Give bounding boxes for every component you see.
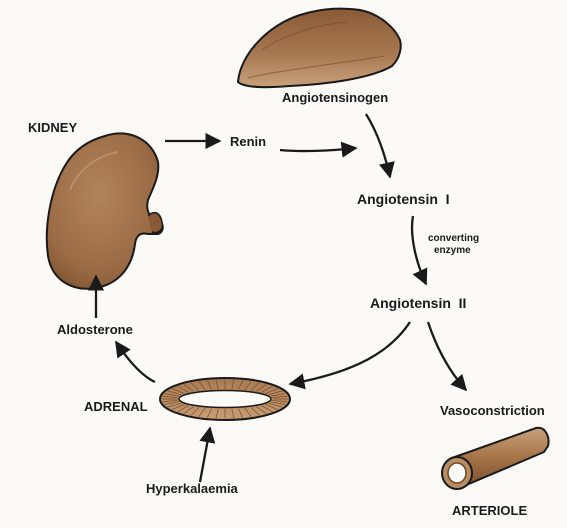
arrow-renin-to-cascade — [279, 141, 358, 158]
vasoconstriction-label: Vasoconstriction — [440, 403, 545, 418]
adrenal-label: ADRENAL — [84, 399, 148, 414]
adrenal-icon — [159, 377, 291, 421]
arrow-angiotensinogen-to-angiotensin1 — [365, 113, 395, 179]
angiotensin-2-label: Angiotensin II — [370, 295, 467, 311]
adrenal-striation — [177, 405, 189, 413]
arteriole-icon — [441, 426, 550, 490]
arrow-hyperkalaemia-to-adrenal — [198, 426, 216, 483]
adrenal-striation — [190, 382, 200, 391]
adrenal-striation — [265, 388, 279, 394]
adrenal-striation — [250, 382, 260, 391]
adrenal-striation — [272, 400, 288, 403]
adrenal-striation — [244, 381, 252, 391]
adrenal-striation — [238, 408, 244, 418]
adrenal-striation — [250, 407, 260, 416]
adrenal-striation — [183, 383, 194, 392]
adrenal-striation — [256, 406, 267, 415]
liver-icon — [236, 7, 402, 89]
adrenal-striation — [206, 408, 212, 418]
adrenal-striation — [177, 385, 189, 393]
adrenal-striation — [244, 407, 252, 417]
arrow-angiotensin2-to-adrenal — [288, 321, 411, 390]
arrow-angiotensin2-to-vasoconstriction — [426, 321, 468, 392]
converting-enzyme-label-line1: converting — [428, 233, 480, 244]
arrow-angiotensin1-to-angiotensin2 — [410, 215, 428, 286]
adrenal-striation — [190, 407, 200, 416]
adrenal-striation — [265, 404, 279, 410]
aldosterone-label: Aldosterone — [57, 322, 133, 337]
kidney-icon — [45, 132, 164, 290]
converting-enzyme-label-line2: enzyme — [434, 245, 471, 256]
pathway-arrows — [87, 113, 468, 483]
adrenal-striation — [231, 408, 235, 419]
adrenal-striation — [238, 380, 244, 390]
angiotensin-1-label: Angiotensin I — [357, 191, 450, 207]
adrenal-striation — [215, 379, 219, 390]
renin-label: Renin — [230, 134, 267, 149]
adrenal-striation — [272, 395, 288, 398]
adrenal-striation — [261, 385, 273, 393]
adrenal-striation — [171, 404, 185, 410]
adrenal-striation — [231, 379, 235, 390]
adrenal-striation — [198, 407, 206, 417]
adrenal-striation — [215, 408, 219, 419]
kidney-label: KIDNEY — [28, 120, 78, 135]
adrenal-striation — [162, 395, 178, 398]
adrenal-striation — [164, 401, 179, 405]
adrenal-striation — [206, 380, 212, 390]
adrenal-striation — [268, 402, 283, 408]
arteriole-label: ARTERIOLE — [452, 503, 528, 518]
adrenal-striation — [167, 390, 182, 396]
adrenal-striation — [171, 388, 185, 394]
adrenal-striation — [183, 406, 194, 415]
adrenal-striation — [164, 393, 179, 397]
adrenal-striation — [162, 400, 178, 403]
adrenal-striation — [271, 401, 286, 405]
adrenal-striation — [256, 383, 267, 392]
hyperkalaemia-label: Hyperkalaemia — [146, 481, 238, 496]
adrenal-striation — [271, 393, 286, 397]
adrenal-striation — [198, 381, 206, 391]
adrenal-striation — [268, 390, 283, 396]
adrenal-striation — [167, 402, 182, 408]
angiotensinogen-label: Angiotensinogen — [282, 90, 389, 105]
arrow-adrenal-to-aldosterone — [115, 340, 156, 384]
adrenal-striation — [261, 405, 273, 413]
